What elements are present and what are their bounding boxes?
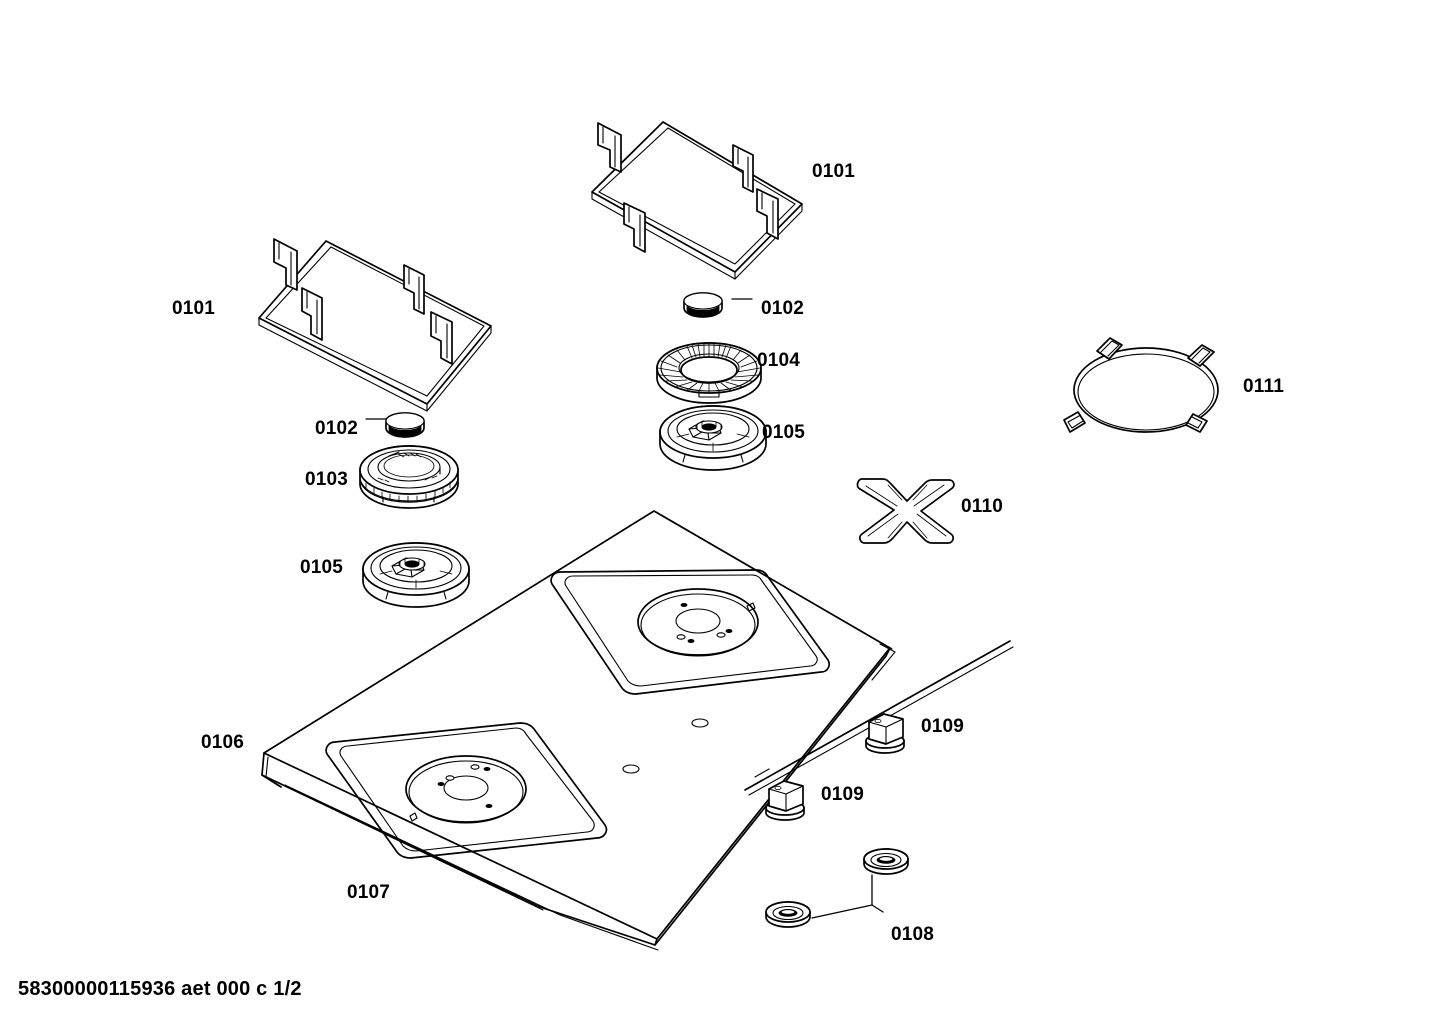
part-label-0102-left: 0102	[315, 418, 359, 439]
part-label-0105-left: 0105	[300, 557, 344, 578]
part-0102-burner-cap-left	[385, 412, 425, 438]
part-label-0110: 0110	[961, 496, 1004, 517]
part-label-0107: 0107	[347, 882, 391, 903]
part-label-0102-right: 0102	[761, 298, 805, 319]
part-0110-simmer-plate	[856, 478, 955, 544]
burner-well-rear	[550, 569, 831, 695]
part-label-0101-right: 0101	[812, 161, 856, 182]
document-footer-reference: 58300000115936 aet 000 c 1/2	[18, 978, 302, 1000]
part-0108-sealing-washer-upper	[863, 848, 909, 875]
leader-0108-branch	[871, 904, 884, 913]
part-0104-burner-ring-wok	[656, 342, 762, 404]
part-0101-pan-support-grate-right	[591, 121, 803, 280]
part-label-0106: 0106	[201, 732, 245, 753]
part-0105-burner-base-left	[362, 542, 470, 608]
part-label-0101-left: 0101	[172, 298, 216, 319]
part-label-0111: 0111	[1243, 376, 1284, 397]
part-0103-burner-ring-standard	[359, 445, 459, 509]
burner-well-front	[325, 722, 608, 859]
part-label-0108: 0108	[891, 924, 935, 945]
part-0109-control-knob-lower	[765, 780, 805, 821]
part-0101-pan-support-grate-left	[258, 238, 492, 412]
leader-0108	[811, 874, 873, 919]
part-label-0109-lower: 0109	[821, 784, 865, 805]
part-0109-control-knob-upper	[865, 713, 905, 754]
part-0111-wok-ring	[1063, 337, 1219, 433]
part-label-0105-right: 0105	[762, 422, 806, 443]
part-0108-sealing-washer-lower	[765, 901, 811, 928]
part-label-0103: 0103	[305, 469, 349, 490]
part-label-0109-upper: 0109	[921, 716, 965, 737]
part-label-0104: 0104	[757, 350, 801, 371]
part-0102-burner-cap-right	[683, 292, 723, 318]
part-0105-burner-base-right	[659, 405, 767, 471]
